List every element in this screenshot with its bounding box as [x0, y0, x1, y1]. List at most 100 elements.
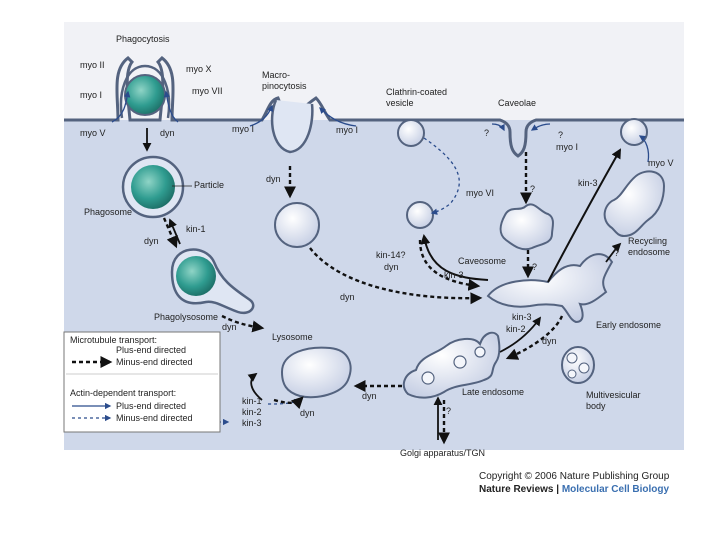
motor-myo-i-macro: myo I	[232, 124, 254, 134]
motor-myo-ii: myo II	[80, 60, 105, 70]
motor-kin-3-early: kin-3	[444, 270, 464, 280]
actin-arrow-dashed	[423, 137, 460, 215]
late-endosome-vesicle	[453, 355, 467, 369]
label-late-endosome: Late endosome	[462, 387, 524, 397]
early-endosome	[486, 253, 614, 324]
legend-actin-title: Actin-dependent transport:	[70, 388, 176, 398]
motor-myo-vi: myo VI	[466, 188, 494, 198]
motor-q-caveolae-right: ?	[558, 130, 563, 140]
motor-q-caveosome-2: ?	[532, 262, 537, 272]
motor-q-caveolae-left: ?	[484, 128, 489, 138]
actin-arrow	[319, 107, 357, 127]
legend-actin-minus: Minus-end directed	[116, 413, 193, 423]
mt-minus-arrow	[273, 396, 304, 410]
label-multivesicular-1: Multivesicular	[586, 390, 641, 400]
label-recycling-1: Recycling	[628, 236, 667, 246]
label-macropinocytosis-1: Macro-	[262, 70, 290, 80]
recycling-vesicle	[620, 118, 648, 146]
label-golgi: Golgi apparatus/TGN	[400, 448, 485, 458]
label-clathrin-2: vesicle	[386, 98, 414, 108]
label-phagosome: Phagosome	[84, 207, 132, 217]
actin-arrow-dashed	[267, 398, 302, 405]
motor-myo-i-clathrin: myo I	[336, 125, 358, 135]
label-recycling-2: endosome	[628, 247, 670, 257]
mt-plus-arrow	[547, 148, 621, 283]
label-clathrin-1: Clathrin-coated	[386, 87, 447, 97]
motor-dyn-phago: dyn	[160, 128, 175, 138]
motor-q-caveosome: ?	[530, 184, 535, 194]
motor-dyn-lyso: dyn	[362, 391, 377, 401]
motor-myo-v-recycle: myo V	[648, 158, 674, 168]
motor-dyn-phago-2: dyn	[144, 236, 159, 246]
mt-plus-arrow	[499, 316, 542, 353]
label-lysosome: Lysosome	[272, 332, 313, 342]
phagolysosome-particle	[176, 256, 216, 296]
journal-separator: |	[553, 484, 561, 495]
label-phagolysosome: Phagolysosome	[154, 312, 218, 322]
multivesicular-body	[561, 346, 595, 384]
motor-dyn-kin14: dyn	[384, 262, 399, 272]
motor-q-recycle: ?	[614, 248, 619, 258]
mt-minus-arrow	[221, 314, 265, 333]
extracellular-space	[64, 22, 684, 122]
motor-myo-v-phago: myo V	[80, 128, 106, 138]
actin-arrow	[163, 90, 179, 123]
recycling-endosome	[603, 170, 666, 238]
motor-kin-1-phago: kin-1	[186, 224, 206, 234]
motor-kin-3-lyso: kin-3	[242, 418, 262, 428]
mt-minus-arrow	[505, 315, 564, 360]
motor-myo-x: myo X	[186, 64, 212, 74]
mt-plus-arrow	[247, 372, 263, 401]
mvb-vesicle	[567, 369, 577, 379]
motor-dyn-macro-2: dyn	[340, 292, 355, 302]
phagosome-particle	[131, 165, 175, 209]
legend-box	[63, 331, 221, 433]
caveosome	[499, 203, 554, 251]
actin-arrow	[111, 90, 131, 123]
journal-credit: Nature Reviews | Molecular Cell Biology	[479, 484, 670, 495]
late-endosome-vesicle	[474, 346, 486, 358]
legend-mt-plus: Plus-end directed	[116, 345, 186, 355]
mvb-vesicle	[566, 352, 578, 364]
mvb-vesicle	[578, 362, 590, 374]
macropinocytic-cup	[270, 99, 314, 154]
clathrin-coated-vesicle	[397, 119, 425, 147]
label-early-endosome: Early endosome	[596, 320, 661, 330]
label-caveolae: Caveolae	[498, 98, 536, 108]
motor-dyn-lyso-2: dyn	[300, 408, 315, 418]
legend-mt-minus: Minus-end directed	[116, 357, 193, 367]
motor-dyn-macro: dyn	[266, 174, 281, 184]
motor-kin-3-late: kin-3	[512, 312, 532, 322]
motor-myo-vii: myo VII	[192, 86, 223, 96]
mt-minus-arrow	[418, 239, 481, 291]
motor-myo-i-phago: myo I	[80, 90, 102, 100]
label-multivesicular-2: body	[586, 401, 606, 411]
label-particle: Particle	[194, 180, 224, 190]
legend-actin-plus: Plus-end directed	[116, 401, 186, 411]
actin-arrow	[638, 135, 650, 163]
mt-plus-arrow	[605, 242, 622, 263]
actin-arrow	[249, 104, 274, 127]
motor-dyn-phagolyso: dyn	[222, 322, 237, 332]
mt-minus-arrow	[309, 247, 483, 305]
lysosome	[280, 346, 352, 399]
macropinosome	[274, 202, 320, 248]
motor-kin-2-late: kin-2	[506, 324, 526, 334]
motor-myo-i-caveolae: myo I	[556, 142, 578, 152]
motor-kin-3-recycle: kin-3	[578, 178, 598, 188]
small-vesicle	[406, 201, 434, 229]
motor-dyn-early-late: dyn	[542, 336, 557, 346]
late-endosome-vesicle	[421, 371, 435, 385]
copyright: Copyright © 2006 Nature Publishing Group	[479, 471, 670, 482]
motor-kin-1-lyso: kin-1	[242, 396, 262, 406]
actin-arrow	[491, 123, 505, 132]
actin-arrow	[530, 123, 551, 131]
mt-minus-arrow	[162, 217, 178, 249]
legend-mt-title: Microtubule transport:	[70, 335, 157, 345]
label-caveosome: Caveosome	[458, 256, 506, 266]
motor-q-golgi: ?	[446, 406, 451, 416]
label-macropinocytosis-2: pinocytosis	[262, 81, 307, 91]
phagocytosed-particle	[124, 74, 166, 116]
mt-plus-arrow	[168, 218, 181, 245]
